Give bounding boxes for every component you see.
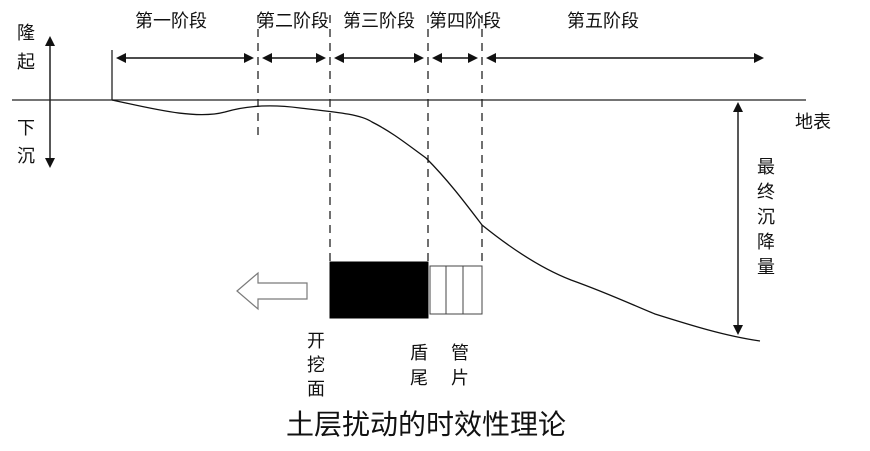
stage-label: 第三阶段 [343,11,415,32]
stage-dividers [111,15,483,262]
shield-body [329,261,429,319]
stage-label: 第四阶段 [429,11,501,32]
shield-tail-char-1: 盾 [410,343,428,364]
left-axis: 隆 起 下 沉 [17,23,55,168]
stage-label: 第五阶段 [567,11,639,32]
bottom-vertical-labels: 开 挖 面 盾 尾 管 片 [307,331,469,400]
surface-label: 地表 [795,112,831,133]
final-settlement-char-1: 最 [757,157,775,178]
stage-label: 第二阶段 [257,11,329,32]
shield-tail-char-2: 尾 [410,368,428,389]
final-settlement-char-3: 沉 [757,207,775,228]
stage-label: 第一阶段 [135,11,207,32]
ground-reference: 地表 [12,99,831,133]
settlement-curve [111,99,761,342]
stage-labels: 第一阶段 第二阶段 第三阶段 第四阶段 第五阶段 [135,11,639,32]
settlement-label-char-1: 下 [17,118,35,139]
shield-machine [329,261,483,319]
settlement-label-char-2: 沉 [17,146,35,167]
excavation-face-char-3: 面 [307,379,325,400]
final-settlement-char-5: 量 [757,257,775,278]
final-settlement-indicator: 最 终 沉 降 量 [733,102,775,335]
segments-char-1: 管 [451,343,469,364]
excavation-face-char-1: 开 [307,331,325,352]
excavation-face-char-2: 挖 [307,355,325,376]
final-settlement-char-2: 终 [757,182,775,203]
final-settlement-char-4: 降 [757,232,775,253]
uplift-label-char-2: 起 [17,52,35,73]
caption: 土层扰动的时效性理论 [286,408,566,441]
uplift-label-char-1: 隆 [17,23,35,44]
segment-group [429,265,483,315]
segments-char-2: 片 [451,368,469,389]
advance-arrow-icon [236,271,308,311]
